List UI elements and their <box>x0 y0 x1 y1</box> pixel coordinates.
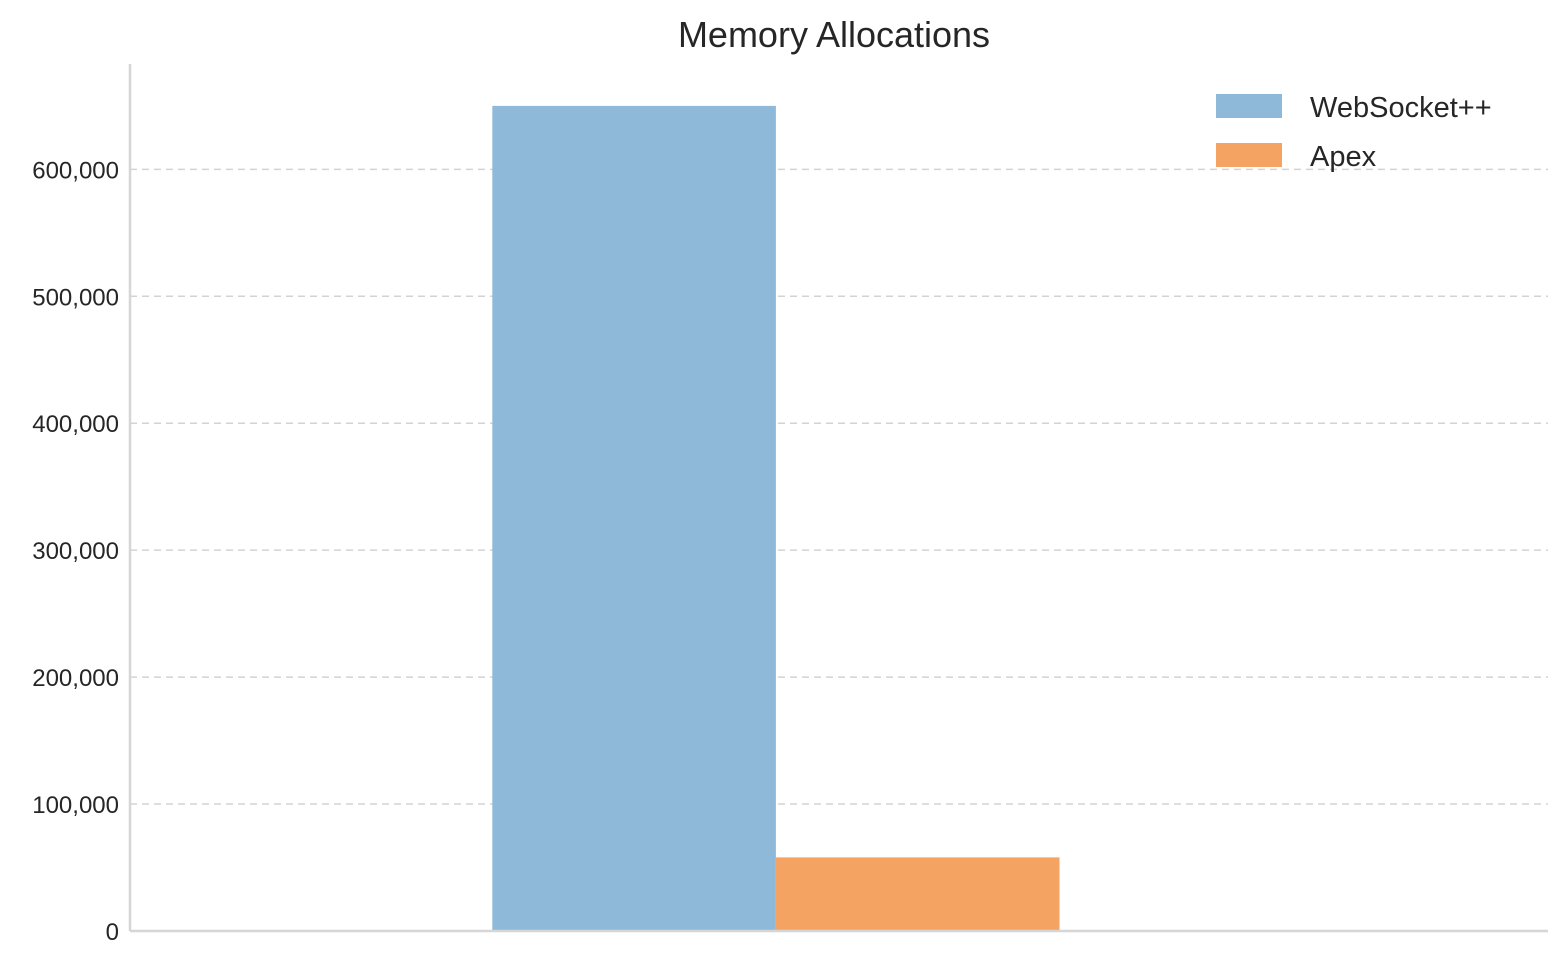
bars <box>492 105 1060 931</box>
y-tick-labels: 0 100,000 200,000 300,000 400,000 500,000 600,… <box>32 157 119 946</box>
y-tick-label: 400,000 <box>32 411 119 438</box>
axes <box>128 64 1548 933</box>
legend-swatch <box>1216 94 1282 118</box>
y-tick-label: 200,000 <box>32 665 119 692</box>
legend-label: Apex <box>1310 141 1377 173</box>
bar-websocket <box>492 105 776 931</box>
chart-title: Memory Allocations <box>678 14 990 55</box>
y-tick-label: 500,000 <box>32 284 119 311</box>
legend-swatch <box>1216 143 1282 167</box>
legend-label: WebSocket++ <box>1310 92 1492 124</box>
y-tick-label: 0 <box>106 919 119 946</box>
y-tick-label: 100,000 <box>32 792 119 819</box>
gridlines <box>130 168 1548 805</box>
legend: WebSocket++ Apex <box>1216 92 1492 173</box>
y-tick-label: 300,000 <box>32 538 119 565</box>
bar-apex <box>775 857 1060 931</box>
y-tick-label: 600,000 <box>32 157 119 184</box>
